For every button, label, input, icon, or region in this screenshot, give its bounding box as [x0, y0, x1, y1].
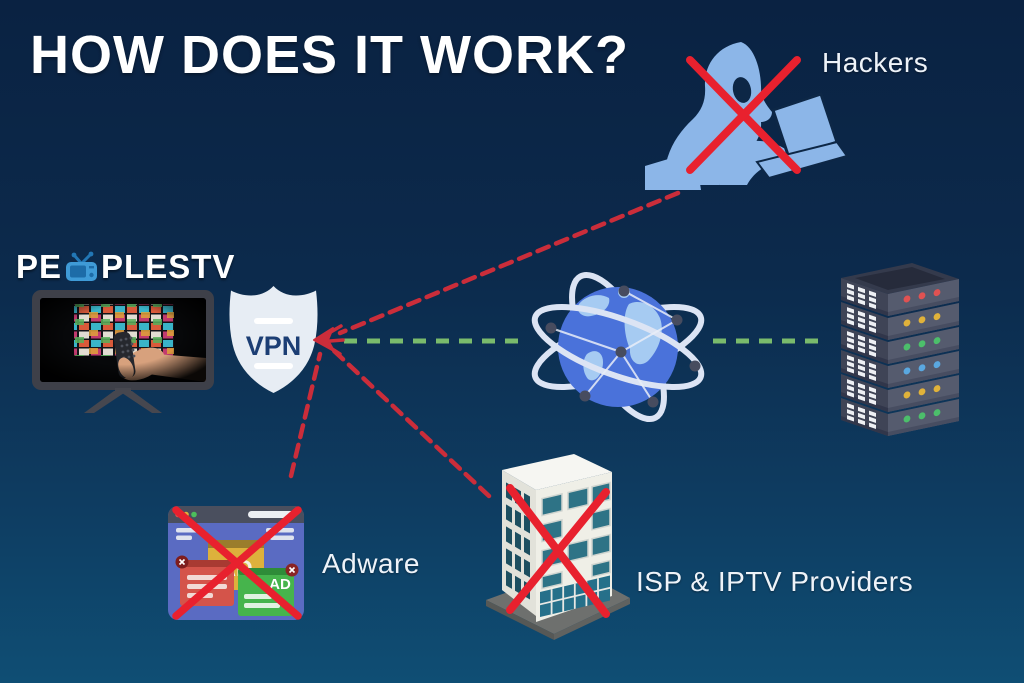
- hackers-label: Hackers: [822, 47, 929, 78]
- blocked-cross-icon: [506, 484, 610, 618]
- adware-label: Adware: [322, 548, 420, 579]
- blocked-cross-icon: [172, 506, 302, 620]
- tv-screen-image: [32, 290, 214, 413]
- vpn-shield-icon: VPN: [229, 286, 318, 393]
- internet-globe-icon: [531, 271, 705, 423]
- tv-stand: [84, 388, 162, 413]
- blocked-line-isp-to-vpn: [328, 345, 492, 499]
- page-title: HOW DOES IT WORK?: [30, 25, 629, 85]
- peoplestv-logo: PE PLESTV: [16, 248, 235, 286]
- tv-logo-icon: [66, 251, 98, 281]
- blocked-cross-icon: [686, 56, 801, 174]
- svg-text:AD: AD: [269, 576, 291, 593]
- logo-text-prefix: PE: [16, 248, 63, 285]
- vpn-shield-text: VPN: [246, 331, 302, 361]
- adware-icon: AD AD: [168, 506, 304, 620]
- hacker-icon: [645, 42, 849, 190]
- isp-building-icon: [486, 454, 630, 640]
- logo-text-suffix: PLESTV: [101, 248, 236, 285]
- ad-popup-red: [175, 555, 234, 606]
- hood-face-shadow: [732, 77, 752, 103]
- server-rack-icon: [841, 263, 959, 436]
- isp-iptv-label: ISP & IPTV Providers: [636, 566, 914, 597]
